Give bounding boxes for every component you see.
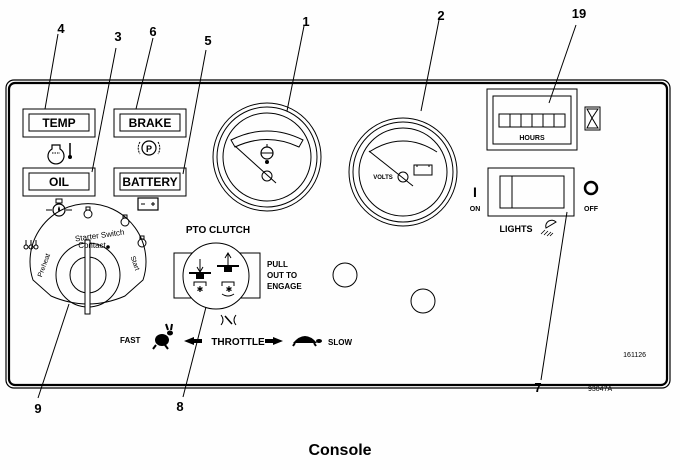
callout-19: 19 (572, 6, 586, 21)
preheat-label: Preheat (37, 253, 52, 278)
volts-label: VOLTS (373, 175, 393, 181)
pto-disengage-icon: ✱ (189, 259, 211, 294)
pto-instruction-1: PULL (267, 260, 288, 269)
hour-digit-window (509, 113, 522, 128)
brake-indicator: BRAKE (113, 108, 187, 138)
hour-digit-window (498, 113, 511, 128)
throttle-label: THROTTLE (211, 337, 265, 348)
hour-meter: HOURS (486, 88, 578, 151)
slow-arrow-icon (265, 337, 283, 345)
pto-instruction-2: OUT TO (267, 271, 297, 280)
temp-indicator: TEMP (22, 108, 96, 138)
hour-digit-window (542, 113, 555, 128)
lights-rocker-switch[interactable] (487, 167, 575, 217)
rabbit-icon (152, 323, 173, 350)
callout-6: 6 (149, 24, 156, 39)
oil-pressure-icon (46, 198, 72, 217)
hour-digit-window (520, 113, 533, 128)
callout-7: 7 (534, 380, 541, 395)
callout-5: 5 (204, 33, 211, 48)
oil-can-icon (260, 144, 274, 164)
lights-on-label: ON (470, 206, 481, 213)
glow-plug-icon (23, 240, 39, 250)
callout-3: 3 (114, 29, 121, 44)
figure-caption: Console (308, 442, 371, 459)
start-label: Start (129, 255, 141, 271)
lights-on-symbol: I (473, 184, 477, 200)
hour-meter-digits (498, 113, 566, 128)
throttle-slow-label: SLOW (328, 338, 352, 347)
brake-label: BRAKE (129, 116, 172, 130)
pto-clutch-knob[interactable]: ✱ ✱ (173, 242, 261, 310)
figure-id: 93047A (588, 386, 612, 393)
battery-indicator: BATTERY (113, 167, 187, 197)
lights-off-symbol (583, 180, 599, 196)
throttle-fast-label: FAST (120, 336, 141, 345)
pto-clutch-title: PTO CLUTCH (186, 225, 250, 236)
oil-indicator: OIL (22, 167, 96, 197)
voltmeter-gauge: VOLTS (348, 117, 458, 227)
pto-instruction-3: ENGAGE (267, 282, 302, 291)
parking-brake-icon: P (137, 140, 161, 156)
accessory-plug-1 (332, 262, 358, 288)
starter-switch-contact: Contact (78, 241, 106, 250)
oil-pressure-gauge (212, 102, 322, 212)
engine-temp-icon (47, 143, 72, 165)
hour-digit-window (531, 113, 544, 128)
accessory-plug-2 (410, 288, 436, 314)
lights-off-label: OFF (584, 206, 599, 213)
voltmeter-battery-icon (413, 164, 433, 176)
pto-engage-icon: ✱ (217, 252, 239, 297)
svg-text:✱: ✱ (226, 285, 233, 294)
callout-1: 1 (302, 14, 309, 29)
hourglass-icon (584, 106, 601, 131)
turtle-icon (292, 336, 322, 347)
temp-label: TEMP (42, 116, 75, 130)
callout-9: 9 (34, 401, 41, 416)
run-icon (120, 214, 130, 227)
voltmeter-needle (368, 150, 414, 187)
fast-arrow-icon (184, 337, 202, 345)
svg-text:P: P (146, 144, 152, 154)
callout-8: 8 (176, 399, 183, 414)
oil-gauge-needle (234, 145, 277, 184)
panel-part-number: 161126 (623, 352, 646, 359)
oil-label: OIL (49, 175, 69, 189)
throttle-lever-slot[interactable] (220, 314, 237, 326)
console-panel (5, 79, 671, 389)
svg-text:✱: ✱ (197, 285, 204, 294)
callout-4: 4 (57, 21, 65, 36)
lights-label: LIGHTS (500, 224, 533, 234)
hours-label: HOURS (519, 135, 545, 142)
start-icon (137, 235, 147, 248)
battery-label: BATTERY (122, 175, 177, 189)
leader-lines (37, 19, 577, 399)
off-icon (83, 206, 93, 219)
callout-numbers: 4 3 6 5 1 2 19 7 8 9 (34, 6, 586, 416)
headlight-icon (540, 219, 557, 237)
callout-2: 2 (437, 8, 444, 23)
hour-digit-window (553, 113, 566, 128)
battery-icon (137, 197, 159, 211)
